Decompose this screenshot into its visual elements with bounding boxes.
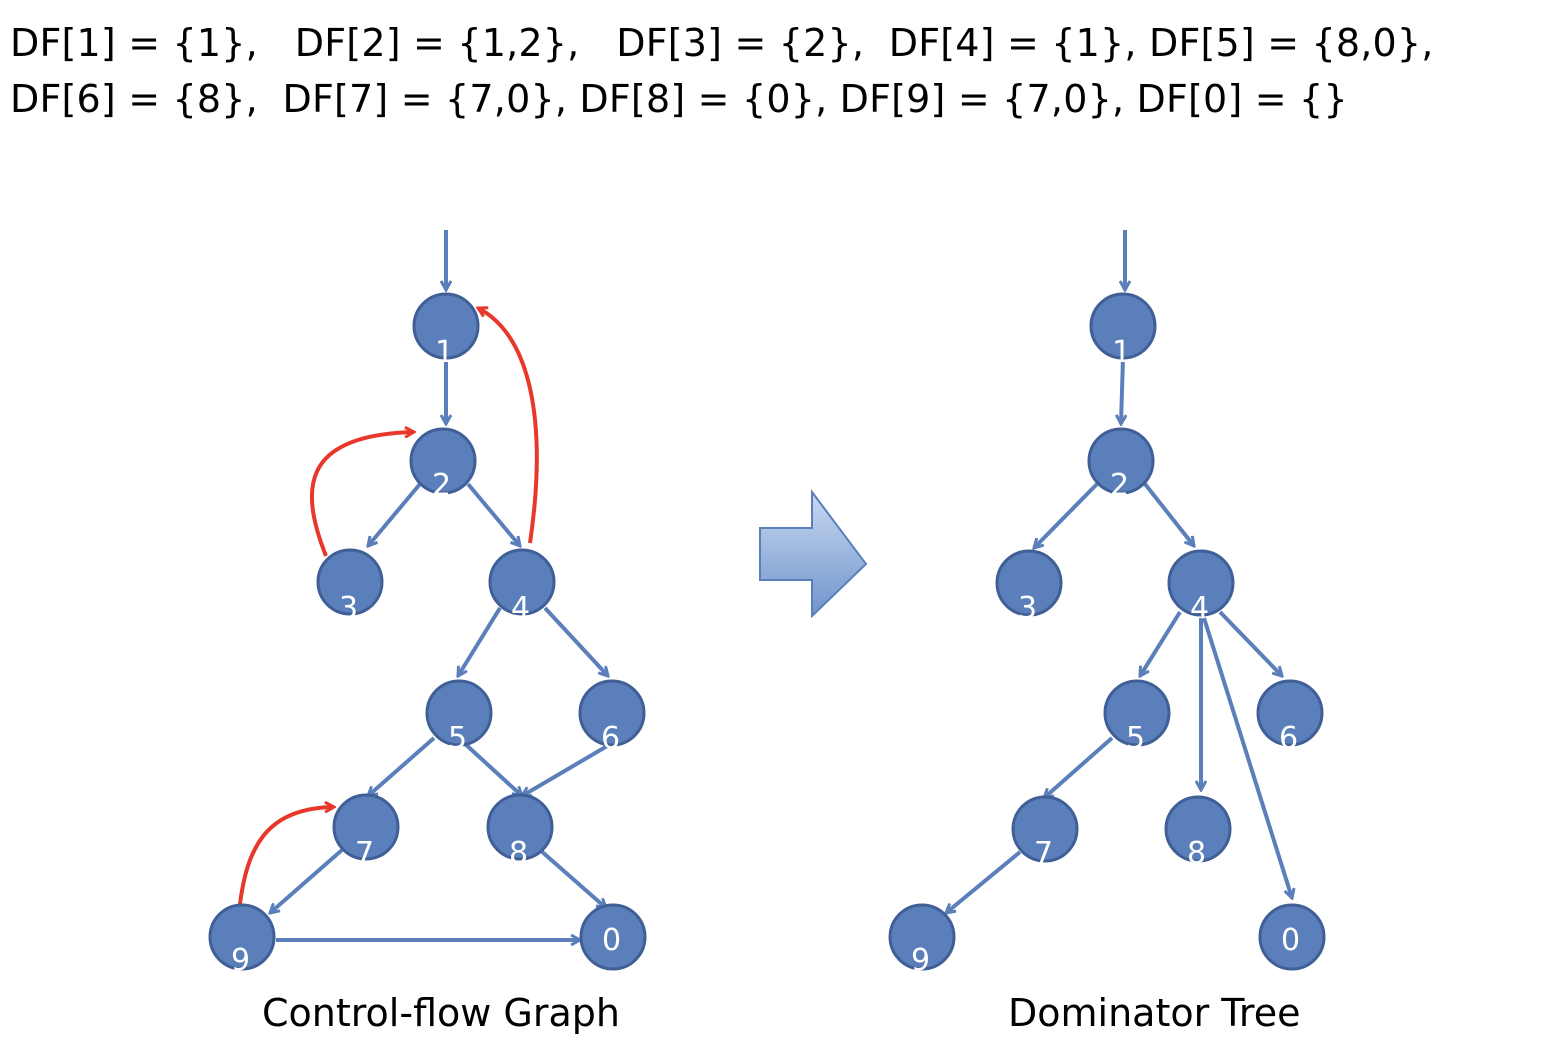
dom-node-label: 3	[1018, 591, 1037, 626]
cfg-edge-4-5	[456, 606, 502, 676]
cfg-node-8: 8	[486, 793, 554, 871]
cfg-nodes: 1 2 3 4 5 6 7 8 9 0	[208, 292, 647, 978]
cfg-node-5: 5	[425, 679, 493, 756]
cfg-node-label: 0	[602, 923, 621, 958]
dom-node-1: 1	[1089, 292, 1157, 370]
cfg-back-edge-3-2	[309, 432, 414, 557]
cfg-node-label: 6	[601, 721, 620, 756]
cfg-back-edge-4-1	[478, 308, 539, 544]
cfg-node-4: 4	[488, 548, 556, 626]
dominator-tree: 1 2 3 4 5 6 7 8 9 0	[888, 230, 1326, 978]
dom-node-9: 9	[888, 903, 956, 978]
cfg-node-label: 9	[231, 943, 250, 978]
cfg-edge-8-0	[538, 848, 606, 908]
cfg-node-3: 3	[316, 548, 384, 626]
dom-node-label: 6	[1279, 721, 1298, 756]
control-flow-graph-caption: Control-flow Graph	[262, 991, 620, 1035]
dominance-frontier-line-1: DF[1] = {1}, DF[2] = {1,2}, DF[3] = {2},…	[10, 21, 1434, 65]
dom-nodes: 1 2 3 4 5 6 7 8 9 0	[888, 292, 1326, 978]
cfg-edges	[270, 230, 616, 940]
cfg-edge-4-6	[543, 606, 608, 676]
dom-node-8: 8	[1164, 795, 1232, 871]
dom-node-label: 0	[1281, 923, 1300, 958]
dom-edge-4-5	[1138, 610, 1182, 676]
cfg-node-0: 0	[579, 903, 647, 971]
cfg-back-edges	[238, 308, 539, 905]
dom-node-label: 9	[911, 943, 930, 978]
dom-edges	[946, 230, 1292, 913]
dom-edge-5-7	[1044, 736, 1114, 798]
dominator-tree-caption: Dominator Tree	[1008, 991, 1301, 1035]
dom-node-label: 1	[1112, 335, 1131, 370]
dom-edge-1-2	[1121, 357, 1123, 424]
cfg-node-7: 7	[332, 793, 400, 871]
cfg-node-label: 2	[432, 468, 451, 503]
dom-node-6: 6	[1256, 679, 1324, 756]
cfg-edge-6-8	[522, 740, 616, 798]
dom-node-label: 5	[1126, 721, 1145, 756]
dom-edge-2-3	[1034, 482, 1099, 548]
cfg-edge-5-8	[461, 740, 522, 796]
dom-edge-4-0	[1202, 617, 1292, 898]
cfg-edge-2-4	[466, 482, 520, 546]
dom-node-7: 7	[1011, 795, 1079, 871]
dom-node-label: 2	[1110, 468, 1129, 503]
dom-edge-2-4	[1143, 482, 1194, 546]
dom-node-label: 7	[1034, 836, 1053, 871]
dom-node-4: 4	[1167, 549, 1235, 626]
cfg-node-label: 3	[339, 591, 358, 626]
dom-node-label: 8	[1187, 836, 1206, 871]
cfg-back-edge-9-7	[238, 807, 334, 905]
dom-node-2: 2	[1087, 427, 1155, 503]
cfg-graph: 1 2 3 4 5 6 7 8 9 0	[208, 230, 647, 978]
cfg-node-label: 8	[509, 836, 528, 871]
dom-node-3: 3	[995, 549, 1063, 626]
dom-node-label: 4	[1190, 591, 1209, 626]
cfg-node-1: 1	[412, 292, 480, 370]
dominance-frontier-line-2: DF[6] = {8}, DF[7] = {7,0}, DF[8] = {0},…	[10, 77, 1348, 121]
cfg-node-6: 6	[578, 679, 646, 756]
dom-node-0: 0	[1258, 903, 1326, 971]
dom-edge-4-6	[1218, 610, 1282, 676]
cfg-node-2: 2	[409, 427, 477, 503]
dom-node-5: 5	[1103, 679, 1171, 756]
transform-arrow-icon	[759, 489, 868, 619]
cfg-edge-5-7	[368, 736, 436, 796]
cfg-edge-7-9	[270, 848, 344, 913]
cfg-node-label: 5	[448, 721, 467, 756]
dom-edge-7-9	[946, 850, 1022, 913]
cfg-edge-2-3	[368, 482, 422, 546]
cfg-node-9: 9	[208, 903, 276, 978]
cfg-node-label: 1	[435, 335, 454, 370]
cfg-node-label: 4	[511, 591, 530, 626]
cfg-node-label: 7	[355, 836, 374, 871]
